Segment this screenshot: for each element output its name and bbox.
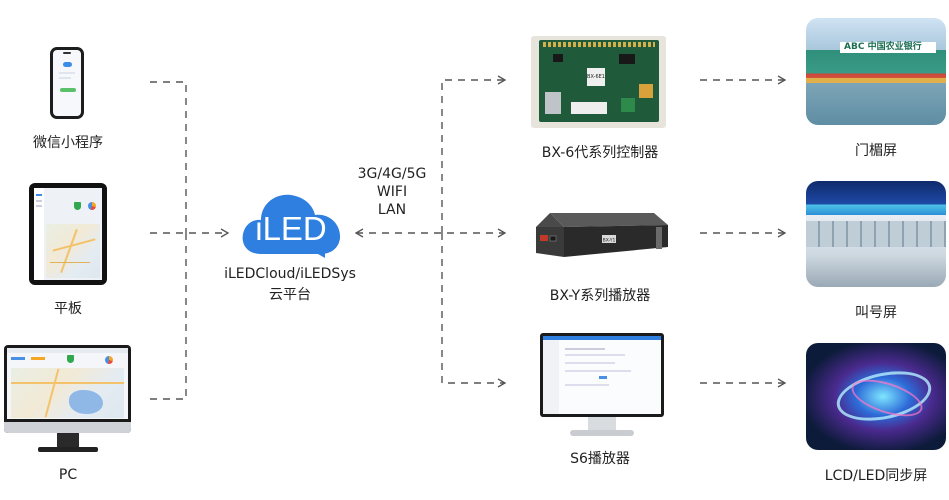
cloud-name: iLEDCloud/iLEDSys <box>224 266 356 282</box>
pc-label: PC <box>58 467 78 483</box>
s6-base <box>570 430 634 436</box>
phone-connector <box>150 81 187 233</box>
player-box-tag: BX-Y1 <box>603 238 616 244</box>
s6-connector <box>441 233 507 388</box>
s6-monitor-image <box>540 333 664 417</box>
cloud-icon <box>63 62 72 67</box>
controller-chip: BX-6E1 <box>587 68 605 86</box>
phone-device-image <box>50 47 84 119</box>
iled-cloud-logo: iLED <box>242 194 341 258</box>
pc-shield-icon <box>67 355 74 363</box>
controller-connector <box>441 75 507 233</box>
pc-base <box>38 447 98 452</box>
controller-board-image: BX-6E1 <box>531 36 666 128</box>
lcd-screen-label: LCD/LED同步屏 <box>824 468 928 484</box>
network-label-lan: LAN <box>377 202 407 218</box>
tablet-device-image <box>29 183 107 285</box>
pc-device-image <box>4 345 131 433</box>
bank-sign-text: ABC 中国农业银行 <box>844 42 922 52</box>
iled-logo-text: iLED <box>255 210 327 247</box>
queue-screen-photo <box>806 181 946 287</box>
phone-label: 微信小程序 <box>33 135 103 151</box>
player-box-image: BX-Y1 <box>536 213 668 257</box>
shield-icon <box>74 202 81 210</box>
cloud-subtitle: 云平台 <box>269 287 311 303</box>
controller-label: BX-6代系列控制器 <box>541 145 659 161</box>
lcd-screen-photo <box>806 343 946 450</box>
tablet-label: 平板 <box>54 301 82 317</box>
network-label-cellular: 3G/4G/5G <box>357 166 427 182</box>
network-label-wifi: WIFI <box>376 184 408 200</box>
s6-stand <box>588 417 616 430</box>
player-label: BX-Y系列播放器 <box>549 288 651 304</box>
queue-screen-label: 叫号屏 <box>855 305 897 321</box>
pc-connector <box>150 233 187 400</box>
door-screen-label: 门楣屏 <box>855 143 897 159</box>
door-screen-photo: ABC 中国农业银行 <box>806 18 946 125</box>
s6-label: S6播放器 <box>570 451 630 467</box>
pc-stand <box>57 433 79 447</box>
